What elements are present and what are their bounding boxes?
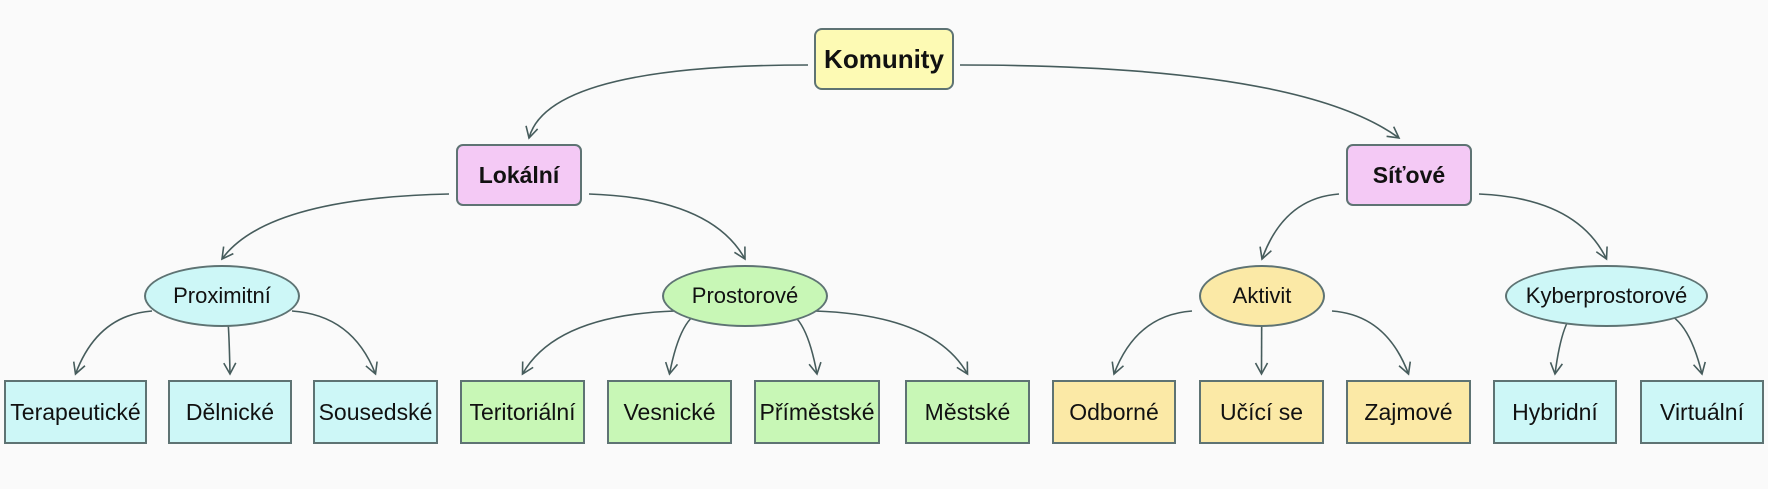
leaf-teritorialni: Teritoriální	[460, 380, 585, 444]
edge-n-c01-n-l010	[521, 310, 676, 376]
node-sitove: Síťové	[1346, 144, 1472, 206]
node-aktivit: Aktivit	[1199, 265, 1325, 327]
leaf-delnicke: Dělnické	[168, 380, 292, 444]
edge-n-c00-n-l002	[291, 310, 378, 376]
leaf-odborne: Odborné	[1052, 380, 1176, 444]
leaf-zajmove: Zajmové	[1346, 380, 1471, 444]
node-root: Komunity	[814, 28, 954, 90]
edge-root-n-g0	[525, 64, 809, 140]
leaf-primestske: Příměstské	[754, 380, 880, 444]
leaf-sousedske: Sousedské	[313, 380, 438, 444]
edge-n-g1-n-c11	[1478, 193, 1608, 261]
edge-n-g0-n-c01	[588, 193, 746, 261]
leaf-terapeuticke: Terapeutické	[4, 380, 147, 444]
edge-n-g1-n-c10	[1259, 193, 1340, 261]
node-lokalni: Lokální	[456, 144, 582, 206]
edge-n-c10-n-l100	[1111, 310, 1193, 376]
edge-n-g0-n-c00	[221, 193, 450, 261]
edge-n-c01-n-l013	[814, 310, 969, 376]
node-kyberprostorove: Kyberprostorové	[1505, 265, 1708, 327]
leaf-mestske: Městské	[905, 380, 1030, 444]
edge-n-c00-n-l000	[72, 310, 153, 376]
edge-n-c10-n-l102	[1331, 310, 1412, 376]
leaf-ucici-se: Učící se	[1199, 380, 1324, 444]
leaf-hybridni: Hybridní	[1493, 380, 1617, 444]
node-prostorove: Prostorové	[662, 265, 828, 327]
leaf-virtualni: Virtuální	[1640, 380, 1764, 444]
edge-root-n-g1	[959, 64, 1401, 139]
leaf-vesnicke: Vesnické	[607, 380, 732, 444]
node-proximitni: Proximitní	[144, 265, 300, 327]
